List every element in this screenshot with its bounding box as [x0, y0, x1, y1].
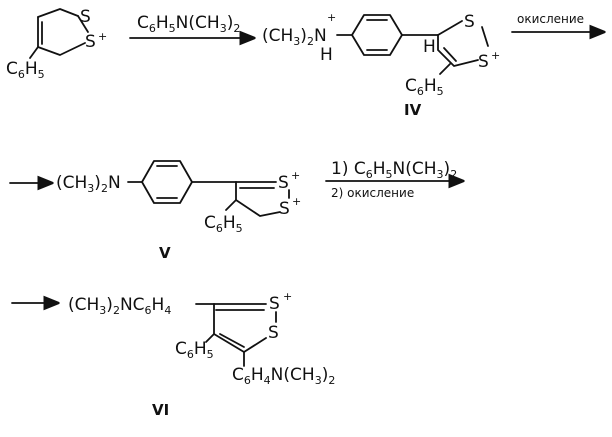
charge-plus: + [98, 30, 107, 43]
sulfur-label-iv-bottom: S [478, 52, 489, 72]
ammonium-h: H [320, 45, 333, 65]
dithiolium-ring-start [37, 8, 89, 56]
dithiole-ring-v [235, 181, 290, 217]
phenyl-label-vi: C6H5 [175, 339, 214, 361]
dithiolium-ring-vi [213, 303, 277, 353]
reagent-label-1: C6H5N(CH3)2 [137, 13, 240, 35]
phenyl-label-iv: C6H5 [405, 76, 444, 98]
sulfur-label-1: S [80, 7, 91, 27]
phenyl-bond-v [225, 199, 237, 211]
charge-plus-vi: + [283, 290, 292, 303]
sulfur-label-vi-bottom: S [268, 323, 279, 343]
sulfur-label-v-top: S [278, 173, 289, 193]
compound-number-vi: VI [152, 401, 169, 419]
dithiole-ring-iv [437, 20, 489, 67]
oxidation-label-1: окисление [517, 12, 584, 26]
dimethylaminophenyl-group-vi: (CH3)2NC6H4 [68, 295, 171, 317]
ammonium-plus: + [327, 11, 336, 24]
phenyl-bond-iv [439, 63, 451, 75]
benzene-ring-v [141, 160, 193, 204]
compound-number-v: V [159, 244, 171, 262]
phenyl-bond-vi [205, 333, 215, 343]
phenyl-label-v: C6H5 [204, 213, 243, 235]
sulfur-label-vi-top: S [269, 294, 280, 314]
dimethylamino-group-v: (CH3)2N [56, 173, 121, 195]
sulfur-label-iv-top: S [464, 12, 475, 32]
charge-plus-iv: + [491, 49, 500, 62]
phenyl-bond-start [29, 46, 39, 59]
sulfur-label-2: S [85, 32, 96, 52]
step-label-1: 1) C6H5N(CH3)2 [331, 159, 457, 181]
compound-number-iv: IV [404, 101, 422, 119]
dimethylaminophenyl-label-vi-bottom: C6H4N(CH3)2 [232, 365, 335, 387]
ammonium-group: (CH3)2N [262, 26, 327, 48]
h-label-iv: H [423, 37, 436, 57]
charge-plus-v-bottom: + [292, 195, 301, 208]
sulfur-label-v-bottom: S [279, 199, 290, 219]
step-label-2: 2) окисление [331, 186, 414, 200]
benzene-ring-iv [351, 14, 403, 56]
charge-plus-v-top: + [291, 169, 300, 182]
phenyl-label-start: C6H5 [6, 59, 45, 81]
